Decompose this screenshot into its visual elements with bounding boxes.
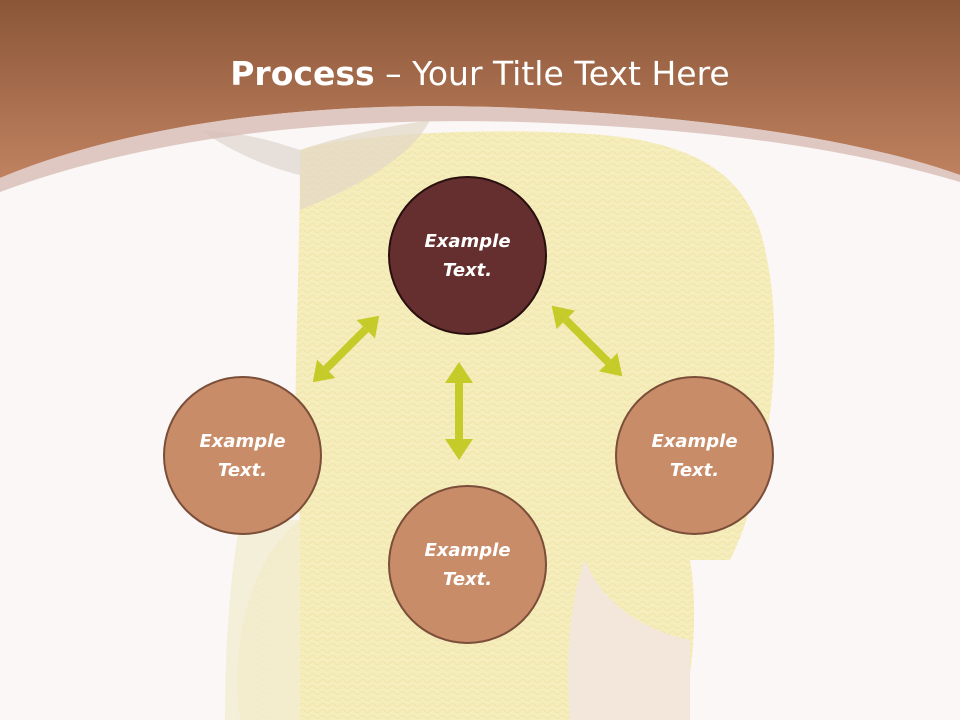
node-left: Example Text. [163, 376, 322, 535]
title-bold: Process [230, 54, 375, 93]
double-arrow-top-right [551, 305, 623, 377]
double-arrow-vertical [445, 362, 473, 460]
double-arrow-top-left [312, 315, 380, 383]
header-band [0, 0, 960, 178]
node-right: Example Text. [615, 376, 774, 535]
node-right-label: Example Text. [651, 430, 738, 481]
node-left-label: Example Text. [199, 430, 286, 481]
slide-title: Process – Your Title Text Here [0, 52, 960, 96]
title-rest: – Your Title Text Here [374, 54, 730, 93]
header-swoosh [0, 106, 960, 192]
node-bottom: Example Text. [388, 485, 547, 644]
node-top: Example Text. [388, 176, 547, 335]
node-top-label: Example Text. [424, 230, 511, 281]
node-bottom-label: Example Text. [424, 539, 511, 590]
sweater-photo [200, 120, 775, 720]
